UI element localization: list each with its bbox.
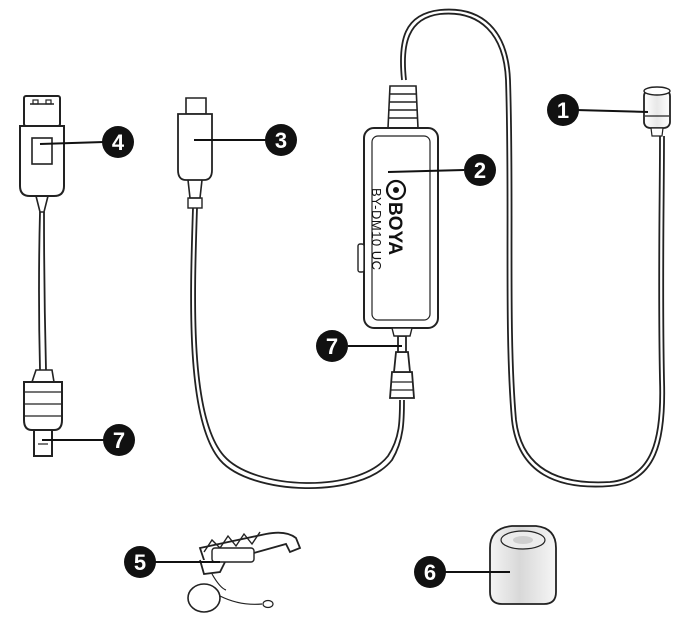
callout-3: 3: [265, 124, 297, 156]
tie-clip: [187, 531, 302, 613]
connector-adapter-housing: [23, 381, 63, 431]
callout-2: 2: [464, 154, 496, 186]
usb-c-housing: [177, 113, 213, 181]
callout-1: 1: [547, 94, 579, 126]
callout-label-clip: 5: [134, 550, 146, 575]
callout-7-main: 7: [316, 330, 348, 362]
callout-4: 4: [102, 126, 134, 158]
foam-windscreen: [489, 525, 557, 605]
callout-label-control-box: 2: [474, 158, 486, 183]
callout-label-connector-adapter: 7: [113, 428, 125, 453]
model-label: BY-DM10 UC: [369, 188, 384, 271]
callout-label-usb-c: 3: [275, 128, 287, 153]
callout-label-connector-box: 7: [326, 334, 338, 359]
usb-a-housing: [19, 125, 65, 197]
callout-label-usb-a: 4: [112, 130, 125, 155]
callout-label-windscreen: 6: [424, 560, 436, 585]
callout-label-mic-head: 1: [557, 98, 569, 123]
usb-a-cable: [38, 211, 41, 371]
usb-a-shell: [23, 95, 61, 127]
connector-box: [389, 371, 415, 399]
usb-c-tip: [185, 97, 207, 115]
brand-label: BOYA: [384, 202, 405, 255]
callout-5: 5: [124, 546, 156, 578]
boya-logo-icon: [385, 179, 407, 201]
control-box: BOYA BY-DM10 UC: [357, 8, 666, 488]
connector-adapter-plug: [33, 429, 53, 457]
callout-lines: [39, 109, 649, 573]
callout-7-adapter: 7: [103, 424, 135, 456]
usb-a-adapter-cable: [19, 95, 65, 457]
callout-6: 6: [414, 556, 446, 588]
mic-head: [643, 86, 671, 137]
